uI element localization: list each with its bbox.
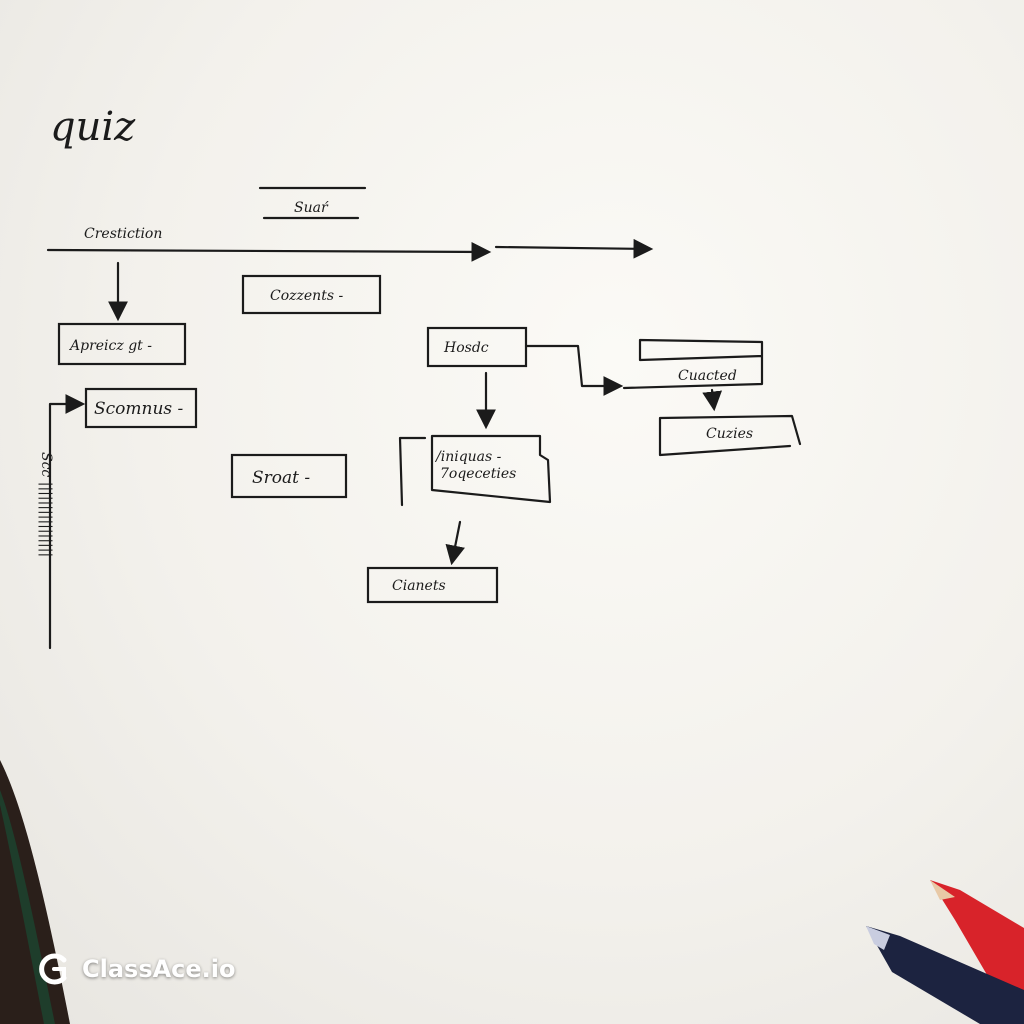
- brand-name: ClassAce.io: [82, 955, 236, 983]
- node-sroat-label: Sroat -: [252, 468, 310, 488]
- node-apreicz: [57, 322, 187, 366]
- classace-watermark: ClassAce.io: [36, 948, 236, 990]
- main-flow-arrow: [46, 242, 492, 262]
- navy-pen: [866, 926, 1024, 1024]
- node-cozzents-label: Cozzents -: [270, 288, 343, 304]
- node-finiqua-sublabel: 7oqeceties: [440, 466, 516, 482]
- node-cuzies: [658, 414, 802, 457]
- node-apreicz-label: Apreicz gt -: [68, 338, 152, 354]
- node-cozzents: [241, 274, 382, 315]
- red-pencil: [930, 880, 1024, 1000]
- arrow-down-right: [702, 388, 723, 412]
- node-cuzies-label: Cuzies: [706, 426, 753, 442]
- diagram-title: quiz: [50, 104, 136, 150]
- node-cuacted-label: Cuacted: [678, 368, 737, 384]
- bracket-left-finiqua: [398, 436, 427, 507]
- node-cuacted: [622, 338, 764, 390]
- node-finiqua: [430, 434, 552, 504]
- node-somnus-label: Scomnus -: [94, 399, 184, 419]
- arrow-down-cianets: [445, 520, 465, 566]
- vertical-scribble: Scc ||||||||||||||||: [38, 452, 54, 557]
- classace-logo-icon: [39, 953, 67, 985]
- arrow-to-cuacted: [524, 344, 624, 396]
- node-cianets-label: Cianets: [392, 578, 446, 594]
- node-sroat: [230, 453, 348, 499]
- node-hosdc-label: Hosdc: [443, 340, 489, 356]
- feedback-arrow-left: [48, 394, 86, 650]
- node-cianets: [366, 566, 499, 604]
- label-crestiction: Crestiction: [84, 226, 162, 242]
- node-finiqua-label: /iniquas -: [434, 449, 502, 465]
- header-label: Suaŕ: [294, 200, 329, 216]
- main-flow-arrow-2: [494, 238, 654, 259]
- node-somnus: [84, 387, 198, 429]
